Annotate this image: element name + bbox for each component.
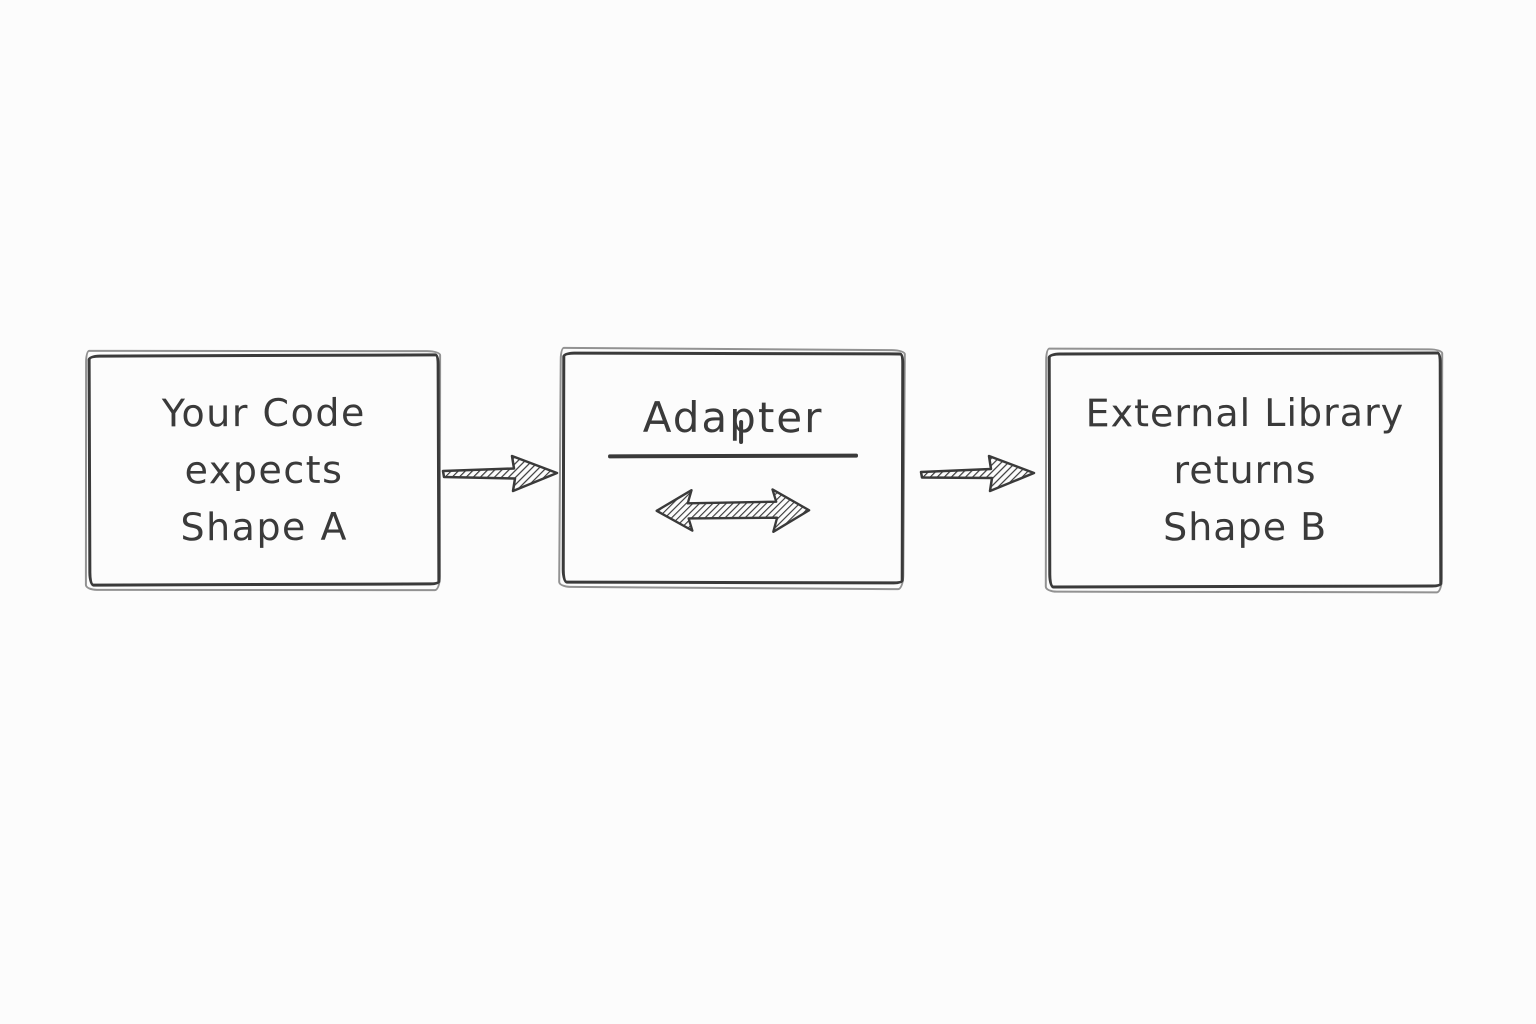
box-text-line: Shape A <box>180 504 349 549</box>
adapter-underline <box>608 453 859 458</box>
underline-tick <box>739 419 744 444</box>
box-text-line: returns <box>1173 447 1317 492</box>
adapter-box: Adapter <box>561 351 905 585</box>
box-text-line: External Library <box>1085 390 1405 435</box>
adapter-title: Adapter <box>642 392 824 442</box>
external-library-box: External Library returns Shape B <box>1047 351 1443 589</box>
arrow-shape <box>655 487 811 533</box>
box-text-line: Shape B <box>1163 504 1328 549</box>
arrow-shape <box>441 454 559 493</box>
your-code-box: Your Code expects Shape A <box>87 353 441 587</box>
right-arrow-icon <box>919 454 1036 493</box>
arrow-shape <box>919 454 1036 493</box>
bidirectional-arrow-icon <box>655 487 811 533</box>
box-text-line: expects <box>184 447 344 492</box>
box-text-line: Your Code <box>161 390 366 435</box>
right-arrow-icon <box>441 454 559 493</box>
